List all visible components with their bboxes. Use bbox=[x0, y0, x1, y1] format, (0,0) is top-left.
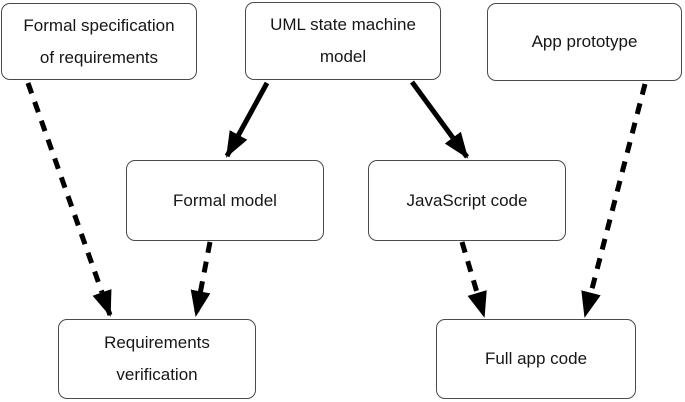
node-uml-state-machine-model: UML state machine model bbox=[245, 2, 441, 80]
node-full-app-code: Full app code bbox=[436, 319, 636, 399]
edge-uml-to-formal-model-arrow bbox=[224, 81, 270, 158]
node-requirements-verification: Requirements verification bbox=[58, 319, 256, 399]
edge-app-prototype-to-full-app-code-arrow bbox=[581, 83, 648, 318]
edge-javascript-code-to-full-app-code-arrow bbox=[459, 241, 487, 318]
edge-formal-spec-to-requirements-verification-arrow bbox=[25, 82, 113, 317]
node-javascript-code: JavaScript code bbox=[368, 160, 566, 241]
node-formal-model: Formal model bbox=[126, 160, 324, 241]
edge-formal-model-to-requirements-verification-arrow bbox=[190, 241, 213, 317]
edge-uml-to-javascript-code-arrow bbox=[409, 80, 470, 159]
node-formal-specification-of-requirements: Formal specification of requirements bbox=[1, 3, 197, 80]
node-app-prototype: App prototype bbox=[487, 3, 682, 81]
